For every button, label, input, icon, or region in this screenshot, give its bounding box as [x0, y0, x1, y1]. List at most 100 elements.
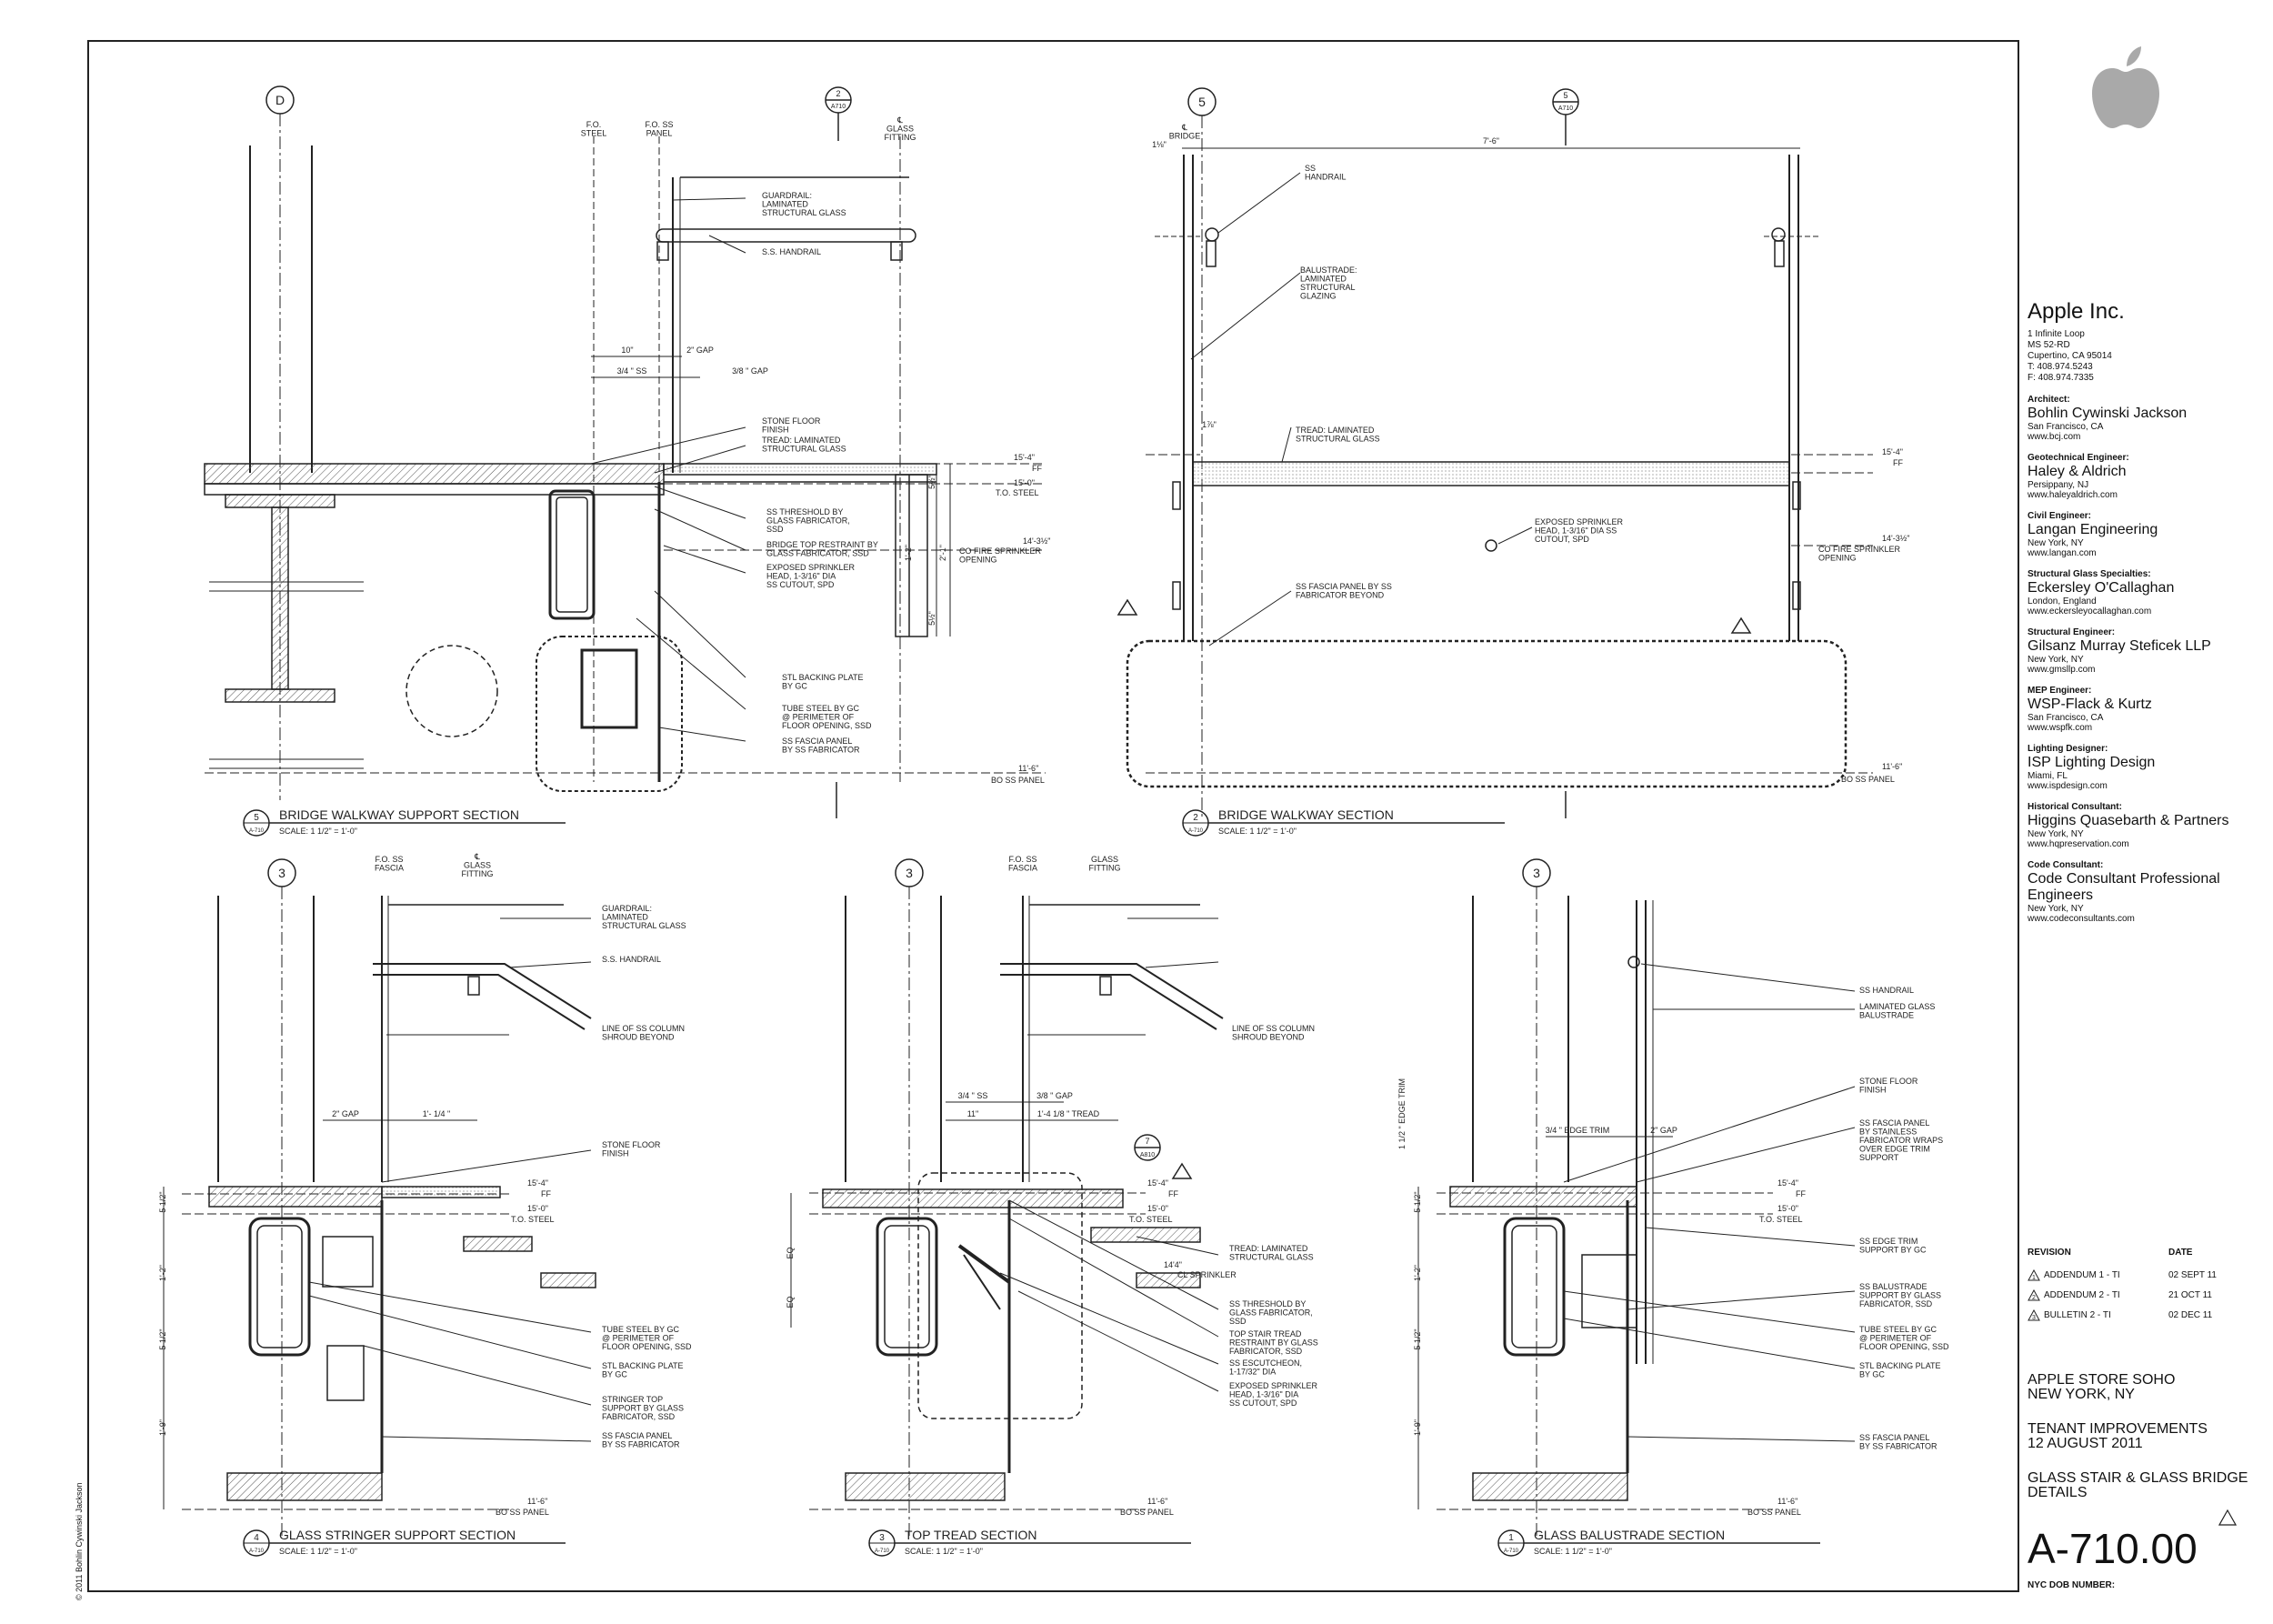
detail-title-text: BRIDGE WALKWAY SECTION: [1218, 807, 1394, 822]
annotation-label: 15'-4": [527, 1178, 548, 1188]
detail-title-text: TOP TREAD SECTION: [905, 1528, 1036, 1542]
client-address-line: 1 Infinite Loop: [2028, 329, 2085, 339]
consultant-web[interactable]: www.eckersleyocallaghan.com: [2028, 606, 2152, 617]
annotation-label: FF: [1893, 458, 1903, 467]
annotation-label: T.O. STEEL: [1129, 1215, 1173, 1224]
annotation-label: 1'-2": [904, 545, 913, 561]
annotation-label: 10": [621, 346, 633, 355]
consultant-web[interactable]: www.ispdesign.com: [2028, 781, 2108, 791]
consultant-web[interactable]: www.langan.com: [2028, 548, 2097, 558]
consultant-role: Structural Glass Specialties:: [2028, 569, 2151, 579]
annotation-label: 1'-9": [158, 1419, 167, 1436]
revision-triangle-icon: [2218, 1509, 2237, 1526]
consultant-firm: WSP-Flack & Kurtz: [2028, 697, 2152, 712]
annotation-label: 2" GAP: [1650, 1126, 1677, 1135]
annotation-label: 15'-4": [1777, 1178, 1798, 1188]
consultant-web[interactable]: www.gmsllp.com: [2028, 665, 2096, 675]
client-address-line: T: 408.974.5243: [2028, 362, 2093, 372]
consultant-firm: Langan Engineering: [2028, 522, 2158, 537]
grid-bubble-label: D: [275, 93, 285, 107]
annotation-label: F.O.STEEL: [581, 120, 607, 137]
consultant-firm: Higgins Quasebarth & Partners: [2028, 813, 2229, 828]
detail-bridge-walkway-support: [204, 85, 1046, 818]
consultant-web[interactable]: www.bcj.com: [2028, 432, 2081, 442]
project-info: APPLE STORE SOHO NEW YORK, NY TENANT IMP…: [2028, 1373, 2255, 1500]
annotation-label: 1'-2": [1413, 1265, 1422, 1281]
annotation-label: 15'-0": [1777, 1204, 1798, 1213]
consultant-role: Geotechnical Engineer:: [2028, 453, 2129, 463]
section-mark-label: 2: [836, 89, 840, 98]
detail-top-tread: [790, 858, 1224, 1537]
annotation-label: 5 1/2": [158, 1328, 167, 1349]
revision-desc: ADDENDUM 2 - TI: [2044, 1289, 2120, 1300]
annotation-label: 3/8 " GAP: [1036, 1091, 1073, 1100]
detail-bridge-walkway: [1116, 87, 1873, 818]
annotation-label: BO SS PANEL: [1841, 775, 1895, 784]
revision-desc: ADDENDUM 1 - TI: [2044, 1269, 2120, 1280]
revision-triangle-icon: 2: [2028, 1288, 2040, 1301]
annotation-label: 2" GAP: [332, 1109, 359, 1118]
revision-desc: BULLETIN 2 - TI: [2044, 1309, 2111, 1320]
consultant-web[interactable]: www.codeconsultants.com: [2028, 914, 2135, 924]
consultant-web[interactable]: www.haleyaldrich.com: [2028, 490, 2118, 500]
consultant-firm: ISP Lighting Design: [2028, 755, 2156, 770]
consultant-location: Persippany, NJ: [2028, 480, 2089, 490]
annotation-label: 5½": [927, 611, 936, 626]
consultant-firm: Eckersley O'Callaghan: [2028, 580, 2175, 596]
annotation-label: BO SS PANEL: [1120, 1508, 1174, 1517]
consultant-entry: Structural Glass Specialties:Eckersley O…: [2028, 569, 2255, 617]
detail-sheet-ref: A-710: [249, 828, 265, 834]
sheet-number: A-710.00: [2028, 1525, 2198, 1572]
annotation-label: T.O. STEEL: [511, 1215, 555, 1224]
annotation-label: 1'- 1/4 ": [423, 1109, 450, 1118]
project-phase: TENANT IMPROVEMENTS: [2028, 1421, 2208, 1437]
section-mark-sheet: A710: [831, 104, 846, 110]
consultant-web[interactable]: www.wspfk.com: [2028, 723, 2093, 733]
consultant-role: Architect:: [2028, 395, 2070, 405]
annotation-label: SS ESCUTCHEON,1-17/32" DIA: [1229, 1358, 1302, 1376]
consultant-entry: Historical Consultant:Higgins Quasebarth…: [2028, 802, 2255, 849]
annotation-label: 11'-6": [527, 1497, 547, 1506]
detail-scale: SCALE: 1 1/2" = 1'-0": [279, 827, 357, 836]
detail-number: 5: [254, 813, 259, 823]
consultant-firm: Gilsanz Murray Steficek LLP: [2028, 638, 2211, 654]
client-address-line: Cupertino, CA 95014: [2028, 351, 2112, 361]
sheet-title-2: DETAILS: [2028, 1485, 2088, 1500]
annotation-label: 14'-3½": [1023, 536, 1050, 546]
consultant-firm: Code Consultant Professional Engineers: [2028, 871, 2220, 903]
annotation-label: 2" GAP: [686, 346, 714, 355]
annotation-label: 5 1/2": [1413, 1328, 1422, 1349]
annotation-label: 1⅛": [1152, 140, 1167, 149]
dob-number-label: NYC DOB NUMBER:: [2028, 1580, 2116, 1590]
section-mark-sheet: A710: [1558, 105, 1573, 112]
consultant-location: San Francisco, CA: [2028, 422, 2104, 432]
client-address-line: F: 408.974.7335: [2028, 373, 2094, 383]
annotation-label: EQ: [786, 1296, 795, 1308]
consultant-web[interactable]: www.hqpreservation.com: [2028, 839, 2129, 849]
revision-triangle-icon: 1: [2028, 1268, 2040, 1281]
consultant-role: Lighting Designer:: [2028, 744, 2108, 754]
